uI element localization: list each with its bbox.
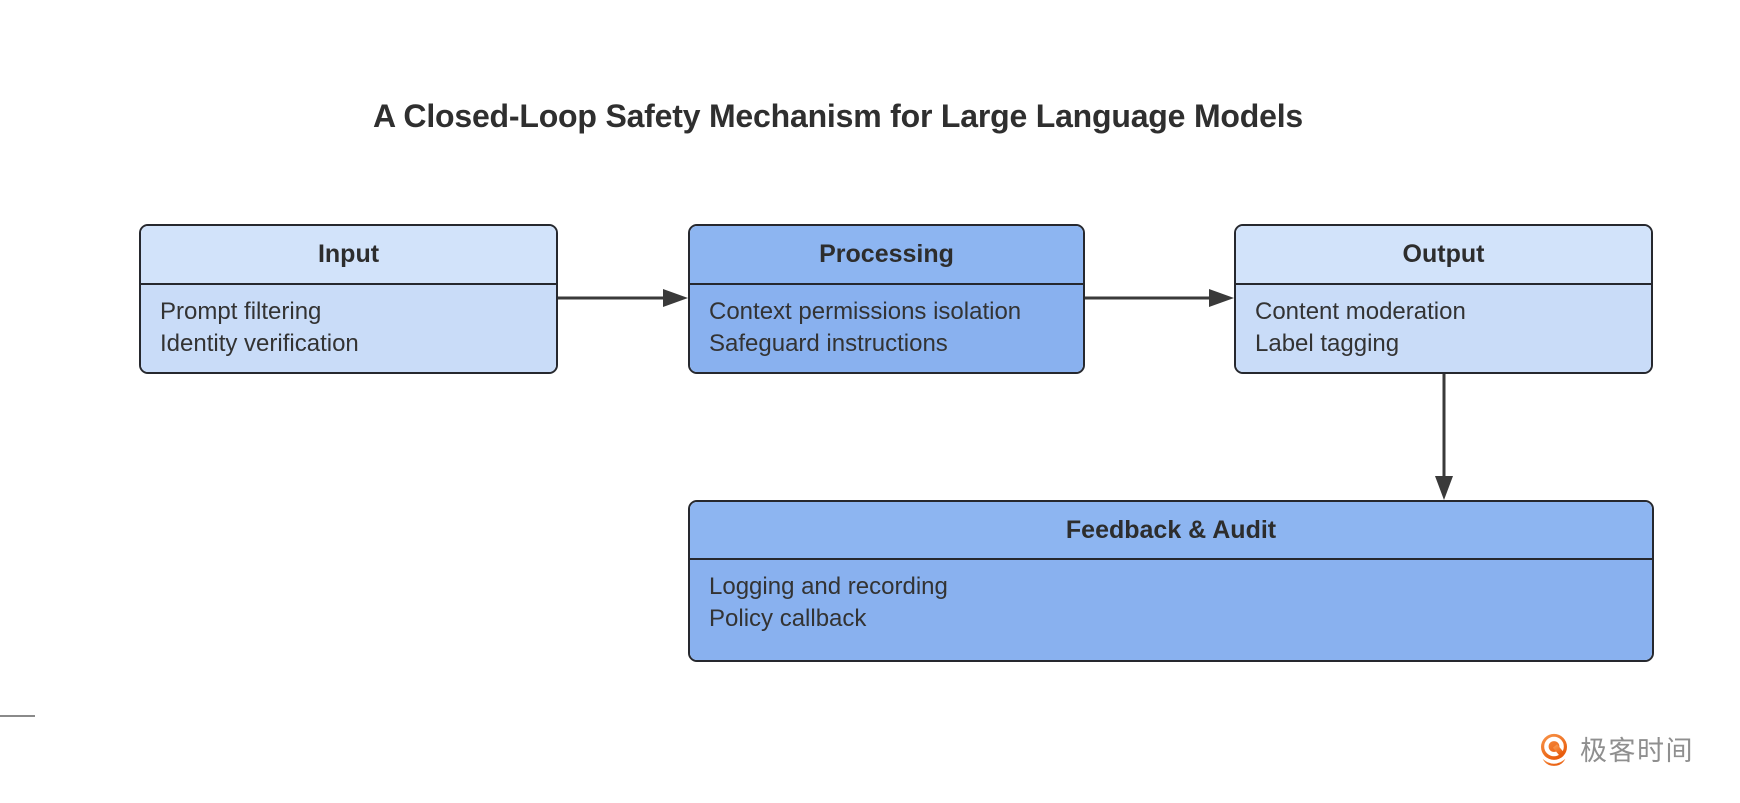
geektime-logo-icon xyxy=(1541,733,1567,766)
node-feedback-audit-body: Logging and recording Policy callback xyxy=(690,560,1652,660)
arrow-processing-to-output xyxy=(1085,289,1234,307)
node-input: Input Prompt filtering Identity verifica… xyxy=(139,224,558,374)
node-output-body: Content moderation Label tagging xyxy=(1236,285,1651,372)
node-processing-line: Context permissions isolation xyxy=(709,298,1022,325)
geektime-logo-text: 极客时间 xyxy=(1580,736,1694,766)
node-feedback-audit-line: Policy callback xyxy=(709,605,867,632)
node-processing-header: Processing xyxy=(690,226,1083,285)
geektime-logo: 极客时间 xyxy=(1536,731,1694,771)
node-processing: Processing Context permissions isolation… xyxy=(688,224,1085,374)
node-feedback-audit-line: Logging and recording xyxy=(709,573,948,600)
node-output: Output Content moderation Label tagging xyxy=(1234,224,1653,374)
node-input-header: Input xyxy=(141,226,556,285)
node-feedback-audit: Feedback & Audit Logging and recording P… xyxy=(688,500,1654,662)
node-processing-body: Context permissions isolation Safeguard … xyxy=(690,285,1083,372)
node-processing-line: Safeguard instructions xyxy=(709,330,948,357)
node-input-line: Prompt filtering xyxy=(160,298,322,325)
page-edge-tick xyxy=(0,715,35,717)
node-output-header: Output xyxy=(1236,226,1651,285)
arrow-input-to-processing xyxy=(558,289,688,307)
node-input-body: Prompt filtering Identity verification xyxy=(141,285,556,372)
node-output-line: Content moderation xyxy=(1255,298,1466,325)
arrow-output-to-feedback xyxy=(1435,374,1453,500)
diagram-title: A Closed-Loop Safety Mechanism for Large… xyxy=(373,98,1303,134)
node-feedback-audit-header: Feedback & Audit xyxy=(690,502,1652,560)
node-input-line: Identity verification xyxy=(160,330,359,357)
node-output-line: Label tagging xyxy=(1255,330,1400,357)
